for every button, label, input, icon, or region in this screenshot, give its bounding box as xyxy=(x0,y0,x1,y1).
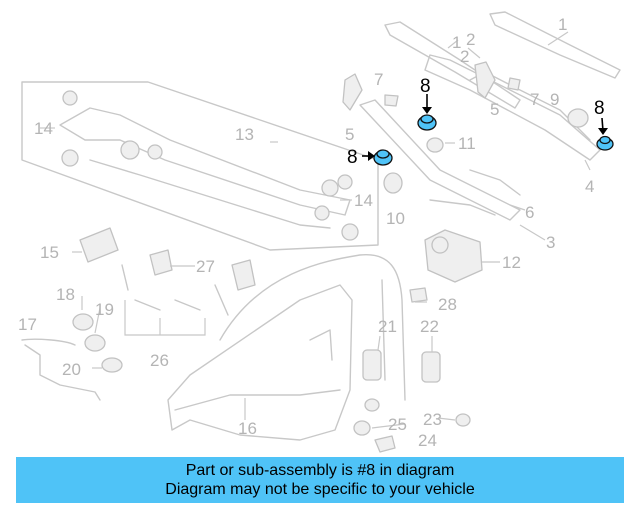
part-8-nut-middle xyxy=(362,149,393,166)
callout-14a: 14 xyxy=(34,119,53,138)
callout-7b: 7 xyxy=(530,90,539,109)
callout-labels: 1 1 2 2 3 4 5 5 6 7 7 8 8 8 9 10 11 12 1… xyxy=(18,15,605,450)
callout-15: 15 xyxy=(40,243,59,262)
callout-20: 20 xyxy=(62,360,81,379)
callout-28: 28 xyxy=(438,295,457,314)
callout-14b: 14 xyxy=(354,191,373,210)
callout-23: 23 xyxy=(423,410,442,429)
callout-1b: 1 xyxy=(452,33,461,52)
caption-banner: Part or sub-assembly is #8 in diagram Di… xyxy=(16,457,624,503)
callout-1: 1 xyxy=(558,15,567,34)
callout-2a: 2 xyxy=(460,47,469,66)
washer-reservoir xyxy=(167,254,406,441)
callout-26: 26 xyxy=(150,351,169,370)
callout-11: 11 xyxy=(458,134,476,153)
callout-12: 12 xyxy=(502,253,521,272)
callout-21: 21 xyxy=(378,317,397,336)
callout-25: 25 xyxy=(388,415,407,434)
callout-22: 22 xyxy=(420,317,439,336)
callout-3: 3 xyxy=(546,233,555,252)
callout-19: 19 xyxy=(95,300,114,319)
callout-13: 13 xyxy=(235,125,254,144)
part-8-highlight xyxy=(362,94,614,166)
part-8-nut-right xyxy=(596,117,614,151)
wiper-motor xyxy=(424,229,483,283)
callout-16: 16 xyxy=(238,419,257,438)
leader-lines xyxy=(40,31,591,429)
callout-8-middle: 8 xyxy=(347,147,358,168)
callout-17: 17 xyxy=(18,315,37,334)
callout-27: 27 xyxy=(196,257,215,276)
part-8-nut-top xyxy=(417,94,437,131)
left-small-parts xyxy=(21,227,123,401)
callout-2b: 2 xyxy=(466,30,475,49)
washer-nozzles-and-hoses xyxy=(121,249,256,336)
wiper-linkage-assembly xyxy=(21,81,379,251)
small-brackets xyxy=(342,61,589,194)
caption-line-1: Part or sub-assembly is #8 in diagram xyxy=(185,462,455,479)
callout-7a: 7 xyxy=(374,70,383,89)
callout-5a: 5 xyxy=(345,125,354,144)
callout-10: 10 xyxy=(386,209,405,228)
callout-5b: 5 xyxy=(490,100,499,119)
callout-8-right: 8 xyxy=(594,98,605,119)
washer-pumps xyxy=(353,287,471,453)
caption-line-2: Diagram may not be specific to your vehi… xyxy=(165,481,475,498)
callout-24: 24 xyxy=(418,431,437,450)
callout-6: 6 xyxy=(525,203,534,222)
callout-18: 18 xyxy=(56,285,75,304)
callout-4: 4 xyxy=(585,177,594,196)
callout-8-top: 8 xyxy=(420,76,431,97)
callout-9: 9 xyxy=(550,90,559,109)
